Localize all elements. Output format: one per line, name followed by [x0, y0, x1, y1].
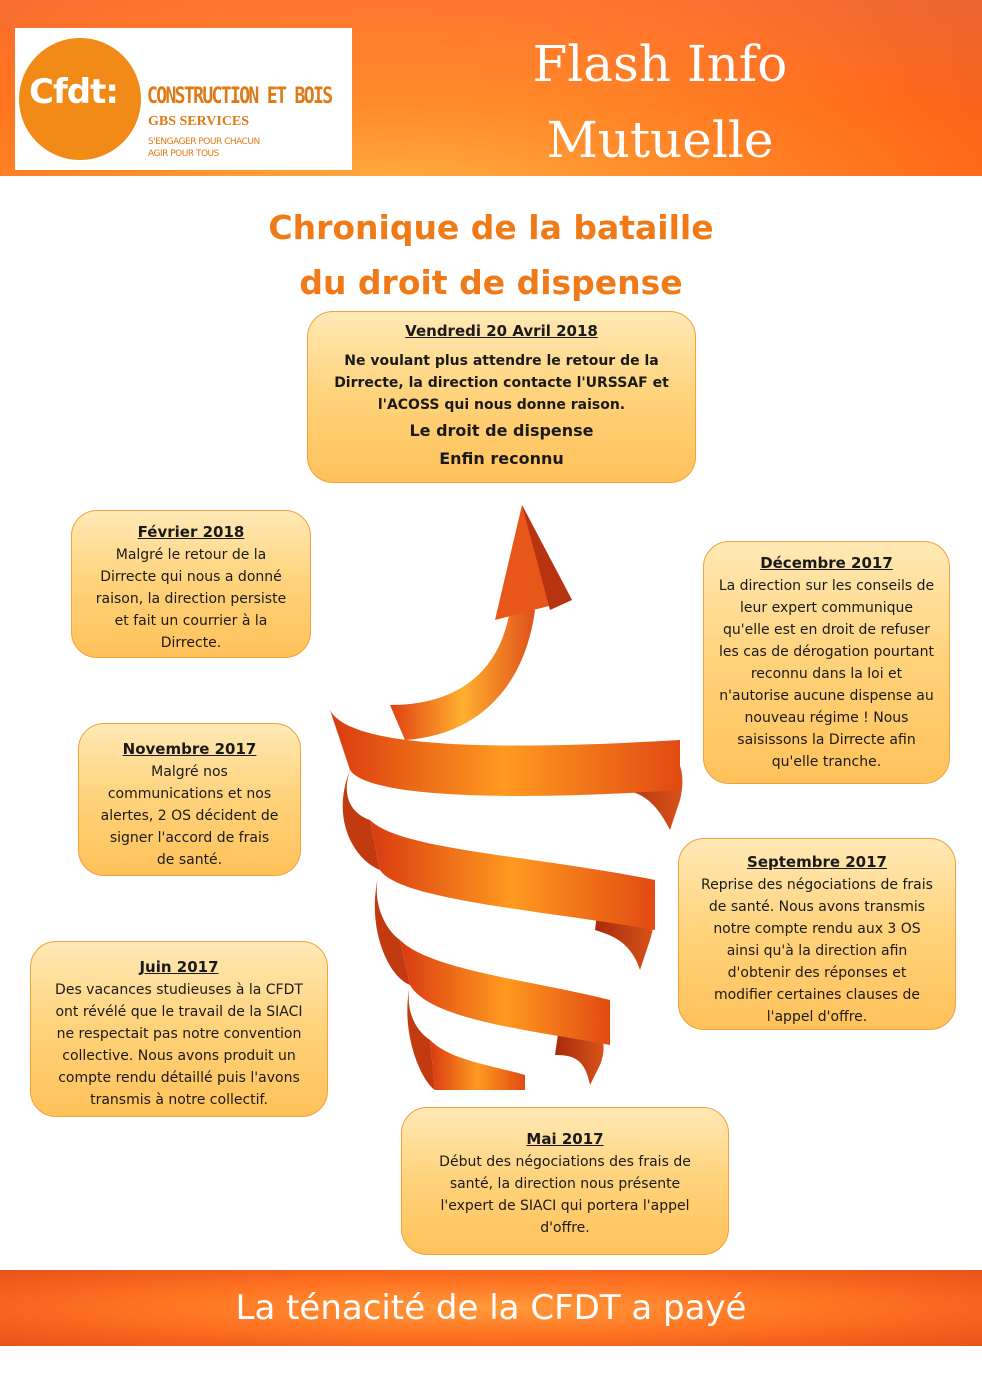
logo-subtitle: GBS SERVICES — [148, 114, 250, 129]
timeline-body: Reprise des négociations de frais de san… — [701, 877, 933, 1025]
timeline-date: Mai 2017 — [526, 1130, 604, 1148]
footer-slogan: La ténacité de la CFDT a payé — [235, 1288, 747, 1328]
timeline-date: Septembre 2017 — [747, 853, 887, 871]
ribbon-front-3 — [400, 940, 610, 1045]
timeline-box-avril-2018: Vendredi 20 Avril 2018 Ne voulant plus a… — [307, 311, 696, 483]
timeline-box-septembre-2017: Septembre 2017 Reprise des négociations … — [678, 838, 956, 1030]
flash-title-line1: Flash Info — [532, 35, 788, 93]
ribbon-twist-2 — [374, 870, 410, 985]
timeline-body: Malgré le retour de la Dirrecte qui nous… — [95, 547, 287, 651]
logo-circle — [19, 38, 141, 160]
arrow-stem — [390, 610, 535, 740]
timeline-date: Juin 2017 — [139, 958, 219, 976]
timeline-date: Vendredi 20 Avril 2018 — [405, 322, 598, 340]
timeline-date: Février 2018 — [137, 523, 245, 541]
timeline-box-fevrier-2018: Février 2018 Malgré le retour de la Dirr… — [71, 510, 311, 658]
logo-tagline: S'ENGAGER POUR CHACUN AGIR POUR TOUS — [148, 136, 260, 160]
timeline-box-novembre-2017: Novembre 2017 Malgré nos communications … — [78, 723, 301, 876]
logo-tagline-1: S'ENGAGER POUR CHACUN — [148, 137, 260, 147]
flash-info-title: Flash Info Mutuelle — [480, 26, 840, 178]
flash-title-line2: Mutuelle — [546, 111, 774, 169]
ribbon-tail — [430, 1040, 525, 1090]
arrow-head-shade — [522, 505, 572, 610]
ribbon-front-2 — [370, 820, 655, 930]
page-title-line2: du droit de dispense — [299, 263, 683, 302]
logo-tagline-2: AGIR POUR TOUS — [148, 149, 219, 159]
timeline-body: Des vacances studieuses à la CFDT ont ré… — [55, 982, 303, 1108]
timeline-box-juin-2017: Juin 2017 Des vacances studieuses à la C… — [30, 941, 328, 1117]
page-title: Chronique de la bataille du droit de dis… — [200, 200, 782, 310]
timeline-box-decembre-2017: Décembre 2017 La direction sur les conse… — [703, 541, 950, 784]
ribbon-front-1 — [330, 710, 680, 796]
timeline-highlight-2: Enfin reconnu — [439, 449, 564, 468]
logo-cfdt-text: Cfdt: — [29, 72, 119, 112]
timeline-body: Début des négociations des frais de sant… — [439, 1154, 691, 1236]
header-banner: Cfdt: CONSTRUCTION ET BOIS GBS SERVICES … — [0, 0, 982, 176]
timeline-box-mai-2017: Mai 2017 Début des négociations des frai… — [401, 1107, 729, 1255]
spiral-arrow-up-icon — [330, 505, 683, 1090]
timeline-date: Novembre 2017 — [122, 740, 257, 758]
timeline-body: La direction sur les conseils de leur ex… — [718, 578, 935, 770]
timeline-highlight-1: Le droit de dispense — [409, 421, 594, 440]
cfdt-logo: Cfdt: CONSTRUCTION ET BOIS GBS SERVICES … — [15, 28, 352, 170]
logo-org-name: CONSTRUCTION ET BOIS — [147, 84, 333, 109]
ribbon-twist-3 — [407, 985, 435, 1090]
page-title-line1: Chronique de la bataille — [268, 208, 714, 247]
timeline-body: Malgré nos communications et nos alertes… — [100, 764, 279, 868]
timeline-date: Décembre 2017 — [760, 554, 893, 572]
footer-banner: La ténacité de la CFDT a payé — [0, 1270, 982, 1346]
timeline-body: Ne voulant plus attendre le retour de la… — [334, 353, 669, 413]
ribbon-twist-1 — [342, 770, 380, 870]
